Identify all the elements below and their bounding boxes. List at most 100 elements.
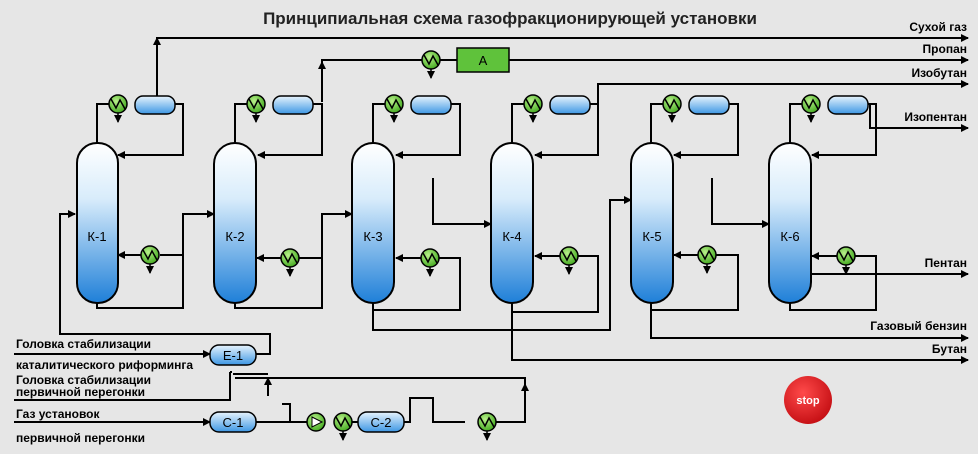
label-propane: Пропан [923, 42, 967, 56]
vessel-e1-label: Е-1 [223, 348, 243, 363]
k1-reflux [117, 103, 184, 159]
pump-icon [311, 416, 324, 428]
vessel-e1[interactable]: Е-1 [209, 344, 257, 366]
columns: К-1 К-2 К-3 К-4 К-5 К-6 [76, 142, 812, 304]
k5-overhead [650, 103, 663, 143]
pipe-gas-gasoline [650, 302, 969, 342]
column-k5-label: К-5 [642, 229, 661, 244]
vessel-c1[interactable]: С-1 [209, 411, 257, 433]
column-k2[interactable]: К-2 [213, 142, 257, 304]
k5-bottom [650, 254, 739, 311]
reflux-drum-k4[interactable] [549, 95, 591, 115]
pipe-c2-out [402, 397, 465, 423]
label-reforming-2: каталитического риформинга [16, 358, 193, 372]
label-primary-1: Головка стабилизации [16, 373, 151, 387]
label-gas-gasoline: Газовый бензин [870, 319, 967, 333]
hx-propane-cooler[interactable] [421, 50, 441, 79]
k6-reflux [811, 103, 877, 159]
column-k4[interactable]: К-4 [490, 142, 534, 304]
column-k6[interactable]: К-6 [768, 142, 812, 304]
hx-reboiler-k4[interactable] [559, 246, 579, 275]
feed-k5-k6 [711, 178, 770, 228]
feed-k1-k2 [182, 210, 215, 280]
pump[interactable] [306, 412, 326, 432]
hx-feed-1[interactable] [333, 412, 353, 441]
hx-reboiler-k3[interactable] [420, 248, 440, 277]
hx-condenser-k1[interactable] [108, 94, 128, 123]
column-k3[interactable]: К-3 [351, 142, 395, 304]
vessel-c1-label: С-1 [223, 415, 244, 430]
column-k1[interactable]: К-1 [76, 142, 119, 304]
hx-condenser-k4[interactable] [523, 94, 543, 123]
hx-reboiler-k6[interactable] [836, 246, 856, 275]
hx-feed-2[interactable] [477, 412, 497, 441]
absorber-a[interactable]: А [456, 47, 510, 73]
exchanger-coil-icon [386, 98, 402, 110]
column-k6-label: К-6 [780, 229, 799, 244]
hx-reboiler-k1[interactable] [140, 245, 160, 274]
pipe-final-up [496, 383, 529, 423]
feed-k3-k4 [432, 178, 492, 228]
column-k2-label: К-2 [225, 229, 244, 244]
label-gas-2: первичной перегонки [16, 431, 145, 445]
reflux-drum-k2[interactable] [272, 95, 314, 115]
absorber-a-label: А [479, 53, 488, 68]
column-k3-label: К-3 [363, 229, 382, 244]
hx-condenser-k3[interactable] [384, 94, 404, 123]
k2-overhead [234, 103, 248, 143]
feed-lines [14, 210, 529, 426]
exchanger-coil-icon [479, 416, 495, 428]
exchanger-coil-icon [422, 252, 438, 264]
feed-k2-k3 [321, 210, 353, 280]
k4-overhead [511, 103, 525, 143]
hx-reboiler-k2[interactable] [280, 248, 300, 277]
exchanger-coil-icon [803, 98, 819, 110]
k6-overhead [789, 103, 802, 143]
reflux-drum-k5[interactable] [688, 95, 730, 115]
pipe-primary-feed [14, 372, 231, 401]
reflux-drum-k1[interactable] [134, 95, 176, 115]
hx-condenser-k6[interactable] [801, 94, 821, 123]
transfer-lines [182, 178, 770, 331]
pipe-isobutane [597, 80, 969, 104]
label-butane: Бутан [932, 342, 967, 356]
stop-button[interactable]: stop [784, 376, 832, 424]
vessel-c2-label: С-2 [371, 415, 392, 430]
exchanger-coil-icon [335, 416, 351, 428]
column-k5[interactable]: К-5 [630, 142, 674, 304]
vessel-c2[interactable]: С-2 [357, 411, 405, 433]
reflux-drums [134, 95, 869, 115]
k1-overhead [96, 103, 110, 143]
k4-reflux [534, 103, 599, 159]
exchanger-coil-icon [142, 249, 158, 261]
heat-exchangers [108, 50, 856, 441]
output-lines [153, 34, 969, 364]
pipe-butane [511, 302, 969, 364]
exchanger-coil-icon [282, 252, 298, 264]
label-isobutane: Изобутан [912, 66, 968, 80]
exchanger-coil-icon [664, 98, 680, 110]
label-pentane: Пентан [925, 256, 967, 270]
exchanger-coil-icon [248, 98, 264, 110]
k3-bottom [372, 257, 461, 311]
k2-bottom [234, 257, 323, 309]
pipe-e1-k1 [59, 210, 271, 355]
hx-reboiler-k5[interactable] [697, 245, 717, 274]
pipe-c1-pump [289, 404, 308, 423]
label-gas-1: Газ установок [16, 407, 100, 421]
input-labels: Головка стабилизации каталитического риф… [16, 337, 193, 445]
k1-bottom [96, 254, 184, 309]
reflux-drum-k3[interactable] [410, 95, 452, 115]
exchanger-coil-icon [423, 54, 439, 66]
output-labels: Сухой газ Пропан Изобутан Изопентан Пент… [870, 20, 967, 356]
k3-overhead [372, 103, 386, 143]
label-primary-2: первичной перегонки [16, 385, 145, 399]
label-isopentane: Изопентан [904, 110, 967, 124]
k3-reflux [395, 103, 461, 159]
hx-condenser-k2[interactable] [246, 94, 266, 123]
hx-condenser-k5[interactable] [662, 94, 682, 123]
reflux-drum-k6[interactable] [827, 95, 869, 115]
k2-reflux [257, 103, 323, 159]
